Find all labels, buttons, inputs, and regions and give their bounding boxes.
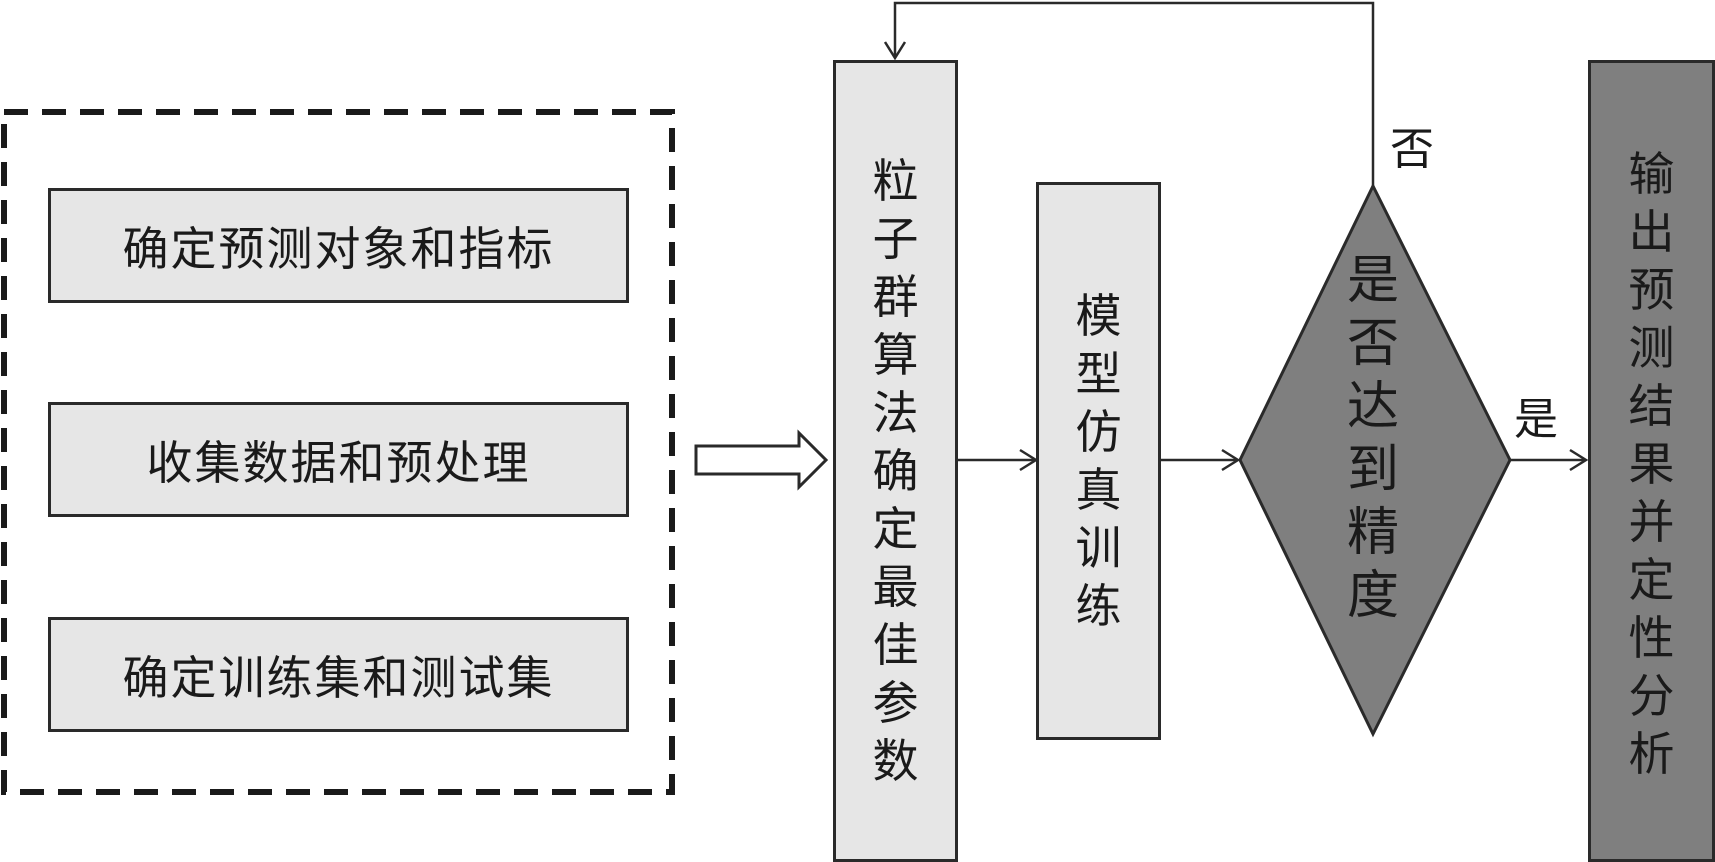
output-analysis-label: 输出预测结果并定性分析 (1628, 147, 1675, 781)
decision-label: 是否达到精度 (1346, 251, 1399, 626)
branch-no-label: 否 (1390, 124, 1434, 175)
feedback-loop-arrow (893, 1, 1375, 186)
step-collect-data: 收集数据和预处理 (48, 402, 629, 517)
step-determine-target: 确定预测对象和指标 (48, 188, 629, 303)
group-to-pso-block-arrow (694, 429, 829, 491)
step-determine-target-label: 确定预测对象和指标 (122, 221, 555, 276)
step-collect-data-label: 收集数据和预处理 (146, 435, 531, 490)
branch-yes-label: 是 (1514, 394, 1558, 445)
step-split-datasets-label: 确定训练集和测试集 (122, 650, 555, 705)
decision-diamond (1238, 182, 1512, 738)
pso-parameter-label: 粒子群算法确定最佳参数 (872, 154, 919, 788)
training-box: 模型仿真训练 (1036, 182, 1161, 740)
output-analysis-box: 输出预测结果并定性分析 (1588, 60, 1715, 862)
pso-parameter-box: 粒子群算法确定最佳参数 (833, 60, 958, 862)
training-label: 模型仿真训练 (1075, 289, 1122, 633)
step-split-datasets: 确定训练集和测试集 (48, 617, 629, 732)
prep-group-frame (1, 109, 675, 795)
